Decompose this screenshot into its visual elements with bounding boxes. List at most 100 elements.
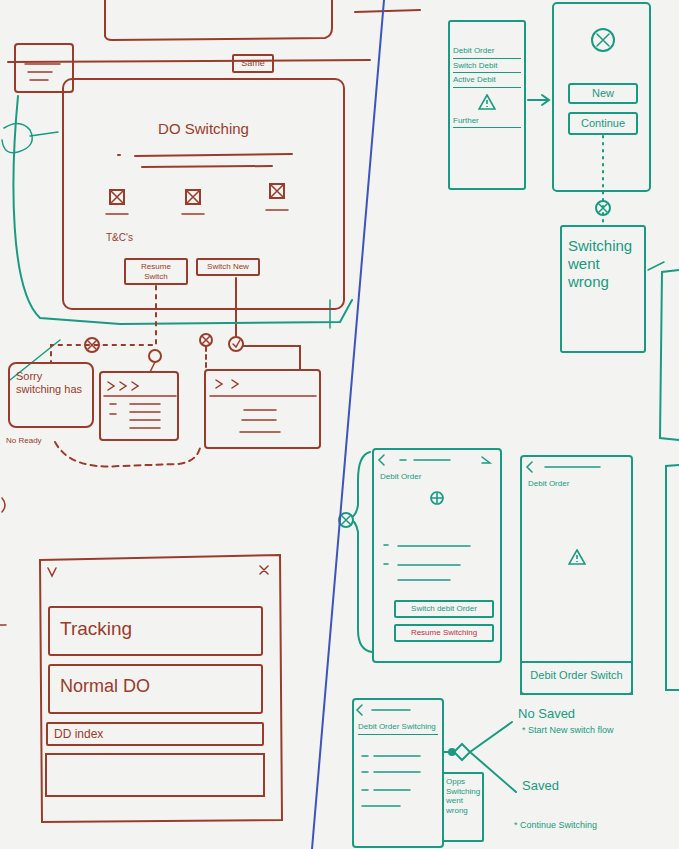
list-lines bbox=[362, 756, 420, 806]
screen-sketch bbox=[100, 372, 178, 440]
cancel-circle bbox=[200, 334, 212, 346]
phone-header bbox=[357, 705, 410, 715]
button: Resume Switch bbox=[124, 258, 188, 285]
partial-marks bbox=[0, 498, 6, 625]
list-row: Normal DO bbox=[48, 664, 263, 714]
target-icon bbox=[428, 490, 446, 506]
icon-stroke bbox=[569, 550, 585, 564]
node-text: Switch Debit bbox=[453, 59, 521, 74]
node-text: Debit Order bbox=[528, 479, 625, 489]
close-cross bbox=[597, 34, 609, 46]
panel-controls bbox=[48, 566, 268, 576]
node-text: DD index bbox=[54, 727, 256, 741]
node-text: Debit Order Switch bbox=[526, 669, 627, 682]
node-text: Resume Switching bbox=[399, 628, 489, 638]
connector bbox=[602, 135, 604, 225]
button: Resume Switching bbox=[394, 624, 494, 642]
node-text: Resume Switch bbox=[129, 262, 183, 281]
icon-stroke bbox=[431, 492, 443, 504]
phone-screen: Debit Order Switching bbox=[352, 698, 444, 848]
green-outline bbox=[13, 96, 352, 324]
node-text: Tracking bbox=[60, 618, 251, 641]
flow-line bbox=[243, 346, 300, 370]
warning-icon bbox=[478, 94, 496, 110]
phone-spacer bbox=[448, 20, 526, 190]
phone-screen: Debit OrderSwitch DebitActive DebitFurth… bbox=[448, 20, 526, 190]
partial-frame bbox=[105, 0, 332, 40]
node-text: Switch debit Order bbox=[399, 604, 489, 614]
node-text: Debit Order bbox=[380, 472, 494, 482]
underline-strokes bbox=[118, 154, 292, 167]
partial-line bbox=[355, 10, 420, 12]
button: Switch New bbox=[196, 258, 260, 276]
check-mark bbox=[233, 340, 240, 347]
node-text: Sorry switching has bbox=[16, 370, 86, 396]
phone-outline bbox=[553, 3, 650, 191]
node-text: New bbox=[574, 87, 632, 100]
node-text: Same bbox=[237, 58, 269, 69]
image-placeholder-cross bbox=[266, 184, 288, 210]
node-text: Debit Order bbox=[453, 44, 521, 59]
image-placeholder-cross bbox=[106, 190, 128, 214]
branch-line bbox=[470, 722, 516, 792]
node-text: Active Debit bbox=[453, 73, 521, 88]
partial-line bbox=[8, 60, 370, 62]
cancel-cross bbox=[342, 516, 350, 524]
annotation-label: * Start New switch flow bbox=[522, 725, 614, 736]
screen-frame: DO SwitchingResume Switch Switch New bbox=[62, 78, 345, 310]
list-lines bbox=[384, 545, 470, 580]
cancel-cross bbox=[202, 336, 210, 344]
annotation-label: * Continue Switching bbox=[514, 820, 597, 831]
thumbnail-box bbox=[15, 44, 73, 92]
phone-screen: Debit OrderDebit Order Switch bbox=[520, 455, 633, 695]
phone-header bbox=[379, 455, 490, 465]
node-text: Switching went wrong bbox=[568, 237, 638, 291]
node-text: DO Switching bbox=[72, 120, 335, 138]
decision-diamond bbox=[454, 744, 470, 760]
annotation-label: No Ready bbox=[6, 436, 42, 446]
divider-line bbox=[312, 0, 384, 849]
warning-icon bbox=[568, 549, 586, 565]
forward-arrow bbox=[528, 95, 549, 105]
phone-header bbox=[527, 462, 600, 472]
list-row: DD index bbox=[46, 722, 264, 746]
bottom-bar: Debit Order Switch bbox=[520, 661, 633, 695]
button: New bbox=[568, 83, 638, 104]
button: Switch debit Order bbox=[394, 600, 494, 618]
check-circle bbox=[229, 337, 243, 351]
screen-content bbox=[104, 382, 176, 428]
screen-content bbox=[210, 380, 316, 432]
annotation-label: Saved bbox=[522, 778, 559, 794]
error-screen: Switching went wrong bbox=[560, 225, 646, 353]
screen-label-box: Same bbox=[232, 54, 274, 73]
check-circle bbox=[149, 350, 161, 362]
green-line bbox=[10, 300, 330, 380]
node-text: Further bbox=[453, 114, 521, 129]
error-screen: Opps Switching went wrong bbox=[442, 772, 484, 842]
node-text: Switch New bbox=[201, 262, 255, 272]
dashed-return-line bbox=[55, 442, 200, 467]
flow-line bbox=[150, 362, 155, 372]
image-placeholder-cross bbox=[182, 190, 204, 214]
node-text: Continue bbox=[574, 117, 632, 130]
dashed-line bbox=[205, 347, 207, 368]
node-text: Debit Order Switching bbox=[358, 720, 438, 735]
message-screen: Sorry switching has bbox=[8, 362, 94, 428]
node-text: Normal DO bbox=[60, 676, 251, 698]
green-line bbox=[648, 262, 664, 270]
annotation-label: T&C's bbox=[106, 232, 133, 244]
green-scribble bbox=[2, 123, 58, 152]
panel-outline bbox=[40, 555, 282, 822]
list-row: Tracking bbox=[48, 606, 263, 656]
bracket bbox=[348, 452, 372, 652]
list-row bbox=[46, 754, 264, 796]
partial-phone bbox=[660, 270, 679, 690]
phone-screen: Debit OrderSwitch debit OrderResume Swit… bbox=[372, 448, 502, 663]
annotation-label: No Saved bbox=[518, 706, 575, 722]
green-sketch bbox=[2, 3, 679, 806]
node-text: Opps Switching went wrong bbox=[446, 777, 480, 815]
icon-stroke bbox=[479, 95, 495, 109]
thumbnail-scribble bbox=[25, 64, 60, 80]
close-icon bbox=[592, 29, 614, 51]
